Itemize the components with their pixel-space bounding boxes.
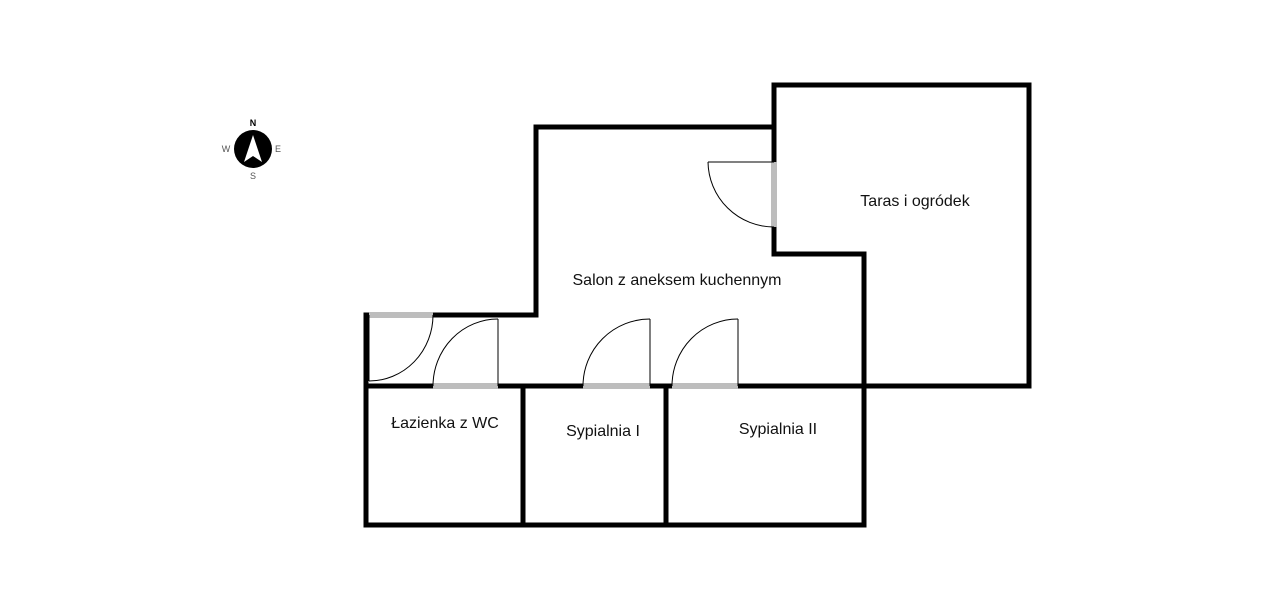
door-entrance-swing bbox=[368, 314, 434, 382]
walls bbox=[363, 82, 1032, 528]
compass-north-label: N bbox=[250, 118, 257, 128]
wall-salon-north bbox=[533, 124, 777, 318]
room-label-sypialnia-1: Sypialnia I bbox=[566, 423, 640, 440]
room-label-lazienka: Łazienka z WC bbox=[391, 415, 499, 432]
door-bathroom-swing bbox=[432, 318, 499, 387]
room-labels: Salon z aneksem kuchennym Taras i ogróde… bbox=[391, 193, 970, 440]
compass: N E S W bbox=[222, 118, 281, 181]
compass-needle-icon bbox=[244, 135, 262, 162]
door-bedroom2-swing bbox=[671, 318, 739, 387]
compass-south-label: S bbox=[250, 171, 256, 181]
wall-outer-west bbox=[363, 251, 867, 528]
room-label-taras: Taras i ogródek bbox=[860, 193, 970, 210]
door-terrace-swing bbox=[707, 161, 775, 228]
doors bbox=[368, 161, 777, 389]
room-label-sypialnia-2: Sypialnia II bbox=[739, 421, 817, 438]
wall-terrace bbox=[771, 82, 1032, 389]
room-label-salon: Salon z aneksem kuchennym bbox=[573, 272, 782, 289]
door-bedroom1-swing bbox=[582, 318, 651, 387]
compass-west-label: W bbox=[222, 144, 231, 154]
compass-east-label: E bbox=[275, 144, 281, 154]
